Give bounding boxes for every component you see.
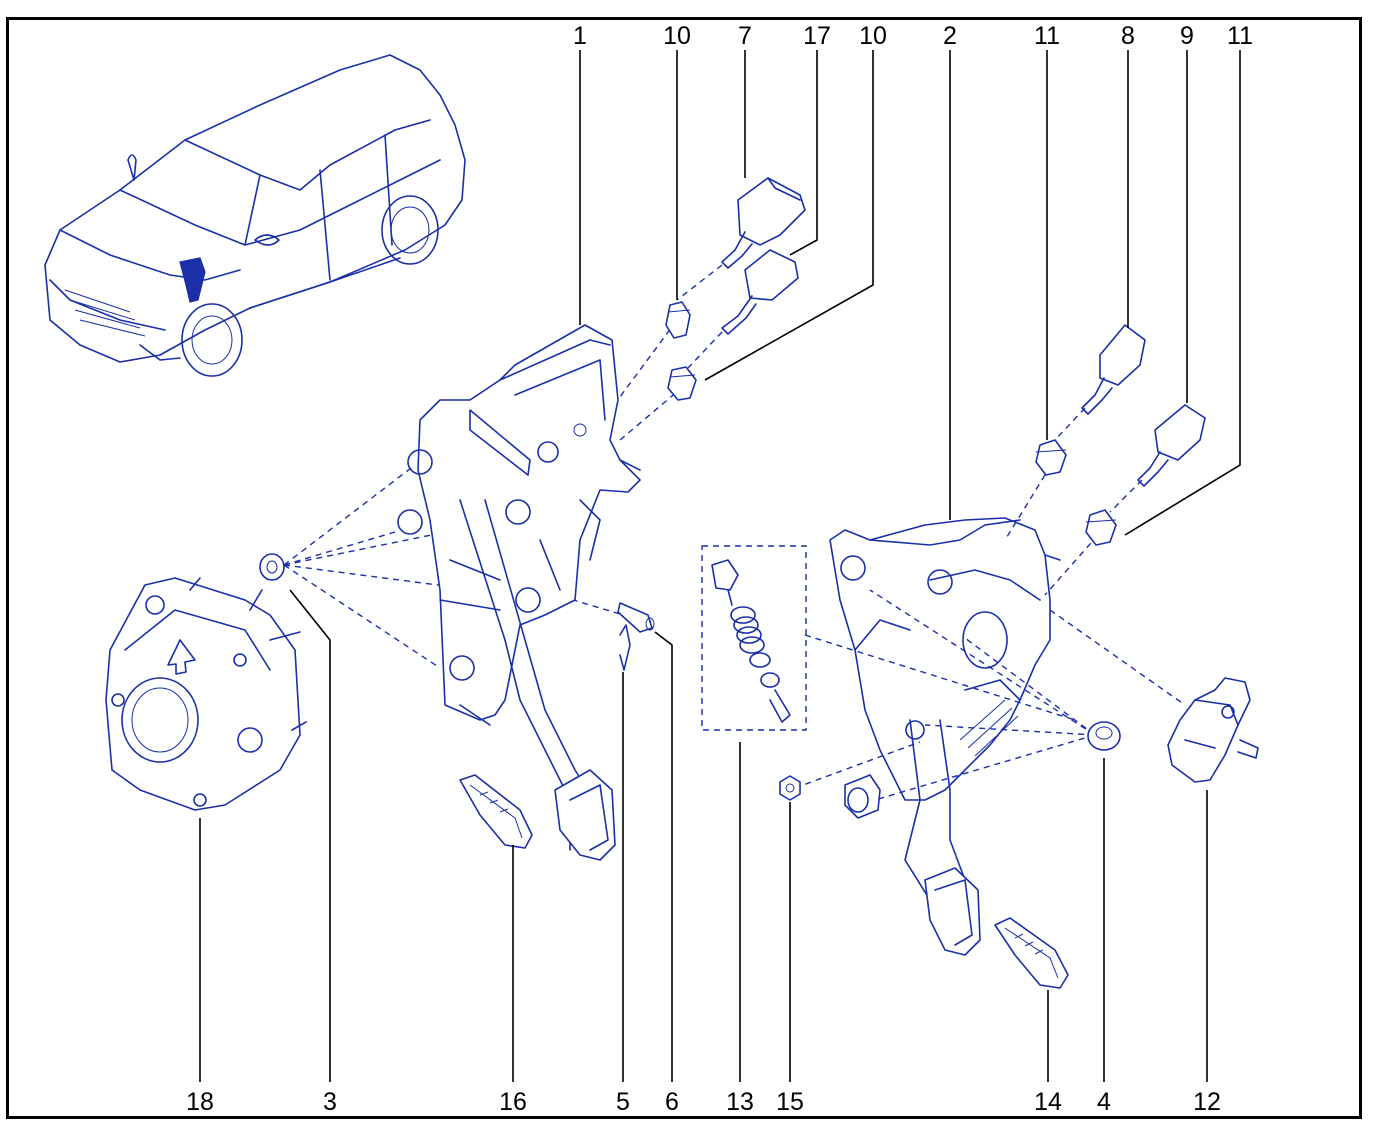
callout-6: 6	[665, 1088, 679, 1116]
leader-lines	[199, 50, 1241, 1082]
part-4-bushing	[1087, 721, 1121, 751]
diagram-frame	[6, 17, 1362, 1119]
part-18-booster-flange	[105, 577, 307, 811]
assembly-dashed-lines-right	[794, 407, 1186, 801]
callout-2: 2	[943, 22, 957, 50]
part-13-spring-kit	[701, 545, 807, 731]
part-10-clip-upper	[665, 301, 691, 339]
callout-4: 4	[1097, 1088, 1111, 1116]
part-11-clip-lower	[1085, 509, 1117, 546]
callouts-bottom: 18 3 16 5 6 13 15 14 4 12	[186, 1088, 1221, 1116]
part-16-pedal-pad	[459, 774, 533, 849]
callout-14: 14	[1034, 1088, 1062, 1116]
leader-3	[289, 589, 331, 1082]
callout-18: 18	[186, 1088, 214, 1116]
leader-17	[789, 50, 818, 256]
callout-15: 15	[776, 1088, 804, 1116]
part-14-pedal-pad	[994, 917, 1069, 989]
callout-11-a: 11	[1034, 22, 1060, 50]
leader-6	[654, 631, 673, 1082]
callouts-top: 1 10 7 17 10 2 11 8 9 11	[573, 22, 1253, 50]
part-1-clutch-pedal-assembly	[397, 324, 641, 861]
part-8-switch	[1081, 324, 1146, 415]
part-5-clip	[619, 624, 631, 671]
callout-9: 9	[1180, 22, 1194, 50]
vehicle-locator-illustration	[44, 54, 466, 377]
part-9-switch	[1137, 404, 1206, 487]
callout-7: 7	[738, 22, 752, 50]
callout-3: 3	[323, 1088, 337, 1116]
part-15-nut	[779, 775, 801, 801]
callout-13: 13	[726, 1088, 754, 1116]
part-10-clip-lower	[667, 366, 697, 401]
part-11-clip-upper	[1035, 439, 1067, 476]
leader-11-b	[1124, 50, 1241, 536]
callout-5: 5	[616, 1088, 630, 1116]
leader-10-b	[704, 50, 874, 381]
callout-11-b: 11	[1227, 22, 1253, 50]
callout-12: 12	[1193, 1088, 1221, 1116]
callout-10-a: 10	[663, 22, 691, 50]
callout-16: 16	[499, 1088, 527, 1116]
part-7-switch	[676, 177, 806, 301]
part-12-sensor	[1167, 677, 1259, 783]
part-17-switch	[687, 249, 799, 369]
callout-10-b: 10	[859, 22, 887, 50]
part-2-brake-pedal-assembly	[829, 517, 1061, 956]
part-3-bushing	[259, 553, 285, 581]
part-6-pin	[617, 602, 655, 633]
callout-8: 8	[1121, 22, 1135, 50]
callout-17: 17	[803, 22, 831, 50]
callout-1: 1	[573, 22, 587, 50]
